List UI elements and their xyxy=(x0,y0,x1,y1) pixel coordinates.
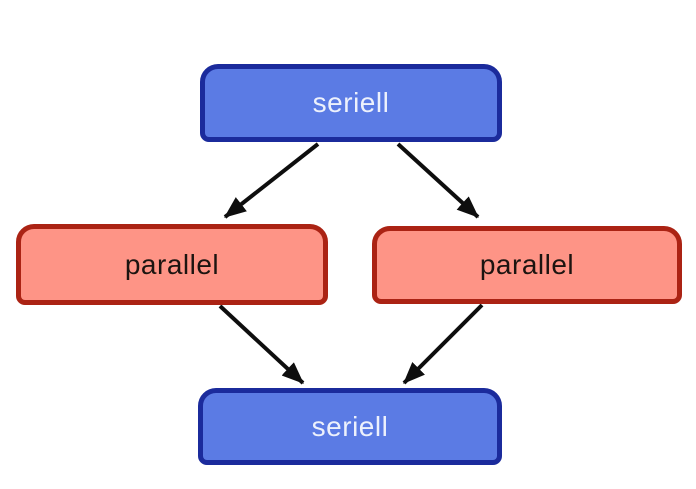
node-parallel-right: parallel xyxy=(372,226,682,304)
node-seriell-top: seriell xyxy=(200,64,502,142)
node-label: seriell xyxy=(312,87,390,118)
node-label: seriell xyxy=(311,410,389,442)
node-label: parallel xyxy=(479,249,575,280)
arrow-seriell-top-to-parallel-right xyxy=(396,142,480,219)
arrow-parallel-left-to-seriell-bottom xyxy=(218,304,305,385)
arrow-seriell-top-to-parallel-left xyxy=(223,142,320,219)
node-parallel-left: parallel xyxy=(16,224,328,305)
arrow-parallel-right-to-seriell-bottom xyxy=(402,303,484,385)
node-label: parallel xyxy=(124,248,220,280)
node-seriell-bottom: seriell xyxy=(198,388,502,465)
